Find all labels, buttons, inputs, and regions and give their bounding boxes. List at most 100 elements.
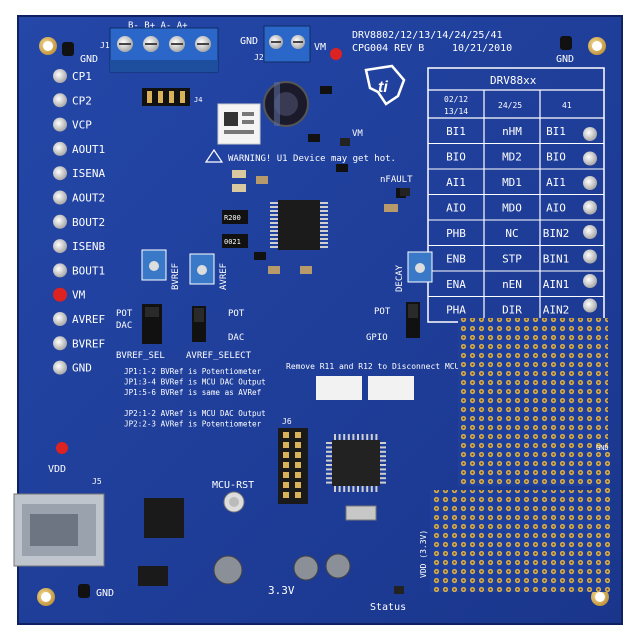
jumper-jp2[interactable]: POT DAC <box>192 306 245 343</box>
bottom-capacitors <box>213 553 351 585</box>
ic-pin <box>270 210 278 212</box>
resistor-r200: R200 <box>222 210 248 224</box>
jumper-note-line: JP1:1-2 BVRef is Potentiometer <box>124 367 262 376</box>
gnd-label: GND <box>80 54 98 65</box>
vm-testpoint-top <box>330 48 342 60</box>
motor-terminal-block-j1[interactable]: J1 B- B+ A- A+ <box>100 21 219 73</box>
ic-pin <box>334 434 336 440</box>
header-pin <box>283 442 289 448</box>
ic-pin <box>320 218 328 220</box>
jumper-jp3[interactable]: POT GPIO <box>366 302 420 343</box>
status-label: Status <box>370 602 406 613</box>
jumper-jp1[interactable]: POT DAC <box>116 304 162 344</box>
ic-pin <box>270 242 278 244</box>
j1-label: J1 <box>100 41 110 50</box>
vdd-label: VDD <box>48 464 66 475</box>
jp2-dac-label: DAC <box>228 333 244 343</box>
table-testpoint-icon[interactable] <box>583 127 597 141</box>
table-cell: DIR <box>502 304 522 317</box>
table-testpoint-icon[interactable] <box>583 249 597 264</box>
usb-connector-j5[interactable]: J5 <box>13 477 105 567</box>
left-testpoint-label: AOUT2 <box>72 192 105 205</box>
ic-pin <box>338 434 341 440</box>
left-testpoint-aout1[interactable]: AOUT1 <box>53 141 105 156</box>
ic-pin <box>320 226 328 228</box>
table-cell: BIO <box>446 151 466 164</box>
table-testpoint-icon[interactable] <box>583 176 597 190</box>
testpoint-pad-icon <box>53 287 67 302</box>
gnd-testpoint-top-left: GND <box>62 42 98 65</box>
svg-text:ti: ti <box>378 79 388 96</box>
left-testpoint-avref[interactable]: AVREF <box>53 312 105 326</box>
bvref-potentiometer[interactable]: BVREF <box>141 249 181 290</box>
ic-pin <box>320 242 328 244</box>
left-testpoint-label: AOUT1 <box>72 143 105 156</box>
ic-pin <box>380 477 386 480</box>
left-testpoint-gnd[interactable]: GND <box>53 360 92 375</box>
ic-pin <box>326 442 332 444</box>
table-cell: PHA <box>446 304 466 317</box>
power-terminal-j2[interactable]: GND VM J2 <box>240 25 326 63</box>
vm-led-label: VM <box>352 129 363 139</box>
ic-pin <box>270 226 278 228</box>
table-testpoint-icon[interactable] <box>583 274 597 288</box>
left-testpoint-label: VCP <box>72 119 92 132</box>
left-testpoint-isena[interactable]: ISENA <box>53 166 105 181</box>
left-testpoint-vcp[interactable]: VCP <box>53 117 92 132</box>
table-testpoint-icon[interactable] <box>583 225 597 239</box>
mcu-reset-button[interactable]: MCU-RST <box>212 480 254 513</box>
left-testpoint-vm[interactable]: VM <box>53 287 86 302</box>
warning-label: WARNING! U1 Device may get hot. <box>228 154 396 164</box>
ic-pin <box>320 202 328 204</box>
left-testpoint-label: ISENB <box>72 240 105 253</box>
left-testpoint-bout2[interactable]: BOUT2 <box>53 214 105 229</box>
j2-vm-label: VM <box>314 42 326 53</box>
left-testpoint-bout1[interactable]: BOUT1 <box>53 263 105 278</box>
table-cell: BIO <box>546 151 566 164</box>
left-testpoint-cp1[interactable]: CP1 <box>53 69 92 83</box>
header-pin <box>295 482 301 488</box>
ic-pin <box>347 486 350 492</box>
testpoint-pad-icon <box>53 312 67 326</box>
gnd-testpoint-top-right: GND <box>556 36 574 65</box>
left-testpoint-aout2[interactable]: AOUT2 <box>53 190 105 205</box>
pin-table-header-1: 24/25 <box>498 101 522 110</box>
title-line-2: CPG004 REV B <box>352 43 424 54</box>
ic-pin <box>380 459 386 462</box>
ic-pin <box>334 486 336 492</box>
decay-potentiometer[interactable]: DECAY <box>395 251 433 292</box>
table-testpoint-icon[interactable] <box>583 200 597 215</box>
ic-pin <box>326 464 332 466</box>
table-cell: BI1 <box>446 125 466 138</box>
ic-pin <box>326 481 332 484</box>
jp3-gpio-label: GPIO <box>366 333 388 343</box>
header-pin <box>283 462 289 468</box>
ic-pin <box>270 206 278 208</box>
left-testpoint-bvref[interactable]: BVREF <box>53 336 105 351</box>
board-title: DRV8802/12/13/14/24/25/41 CPG004 REV B 1… <box>352 30 512 54</box>
mcu-chip <box>326 434 386 492</box>
table-cell: AIO <box>546 202 566 215</box>
ic-pin <box>380 481 386 484</box>
left-testpoint-isenb[interactable]: ISENB <box>53 239 105 254</box>
avref-potentiometer[interactable]: AVREF <box>189 253 229 290</box>
table-testpoint-icon[interactable] <box>583 298 597 313</box>
ic-pin <box>320 214 328 216</box>
ic-pin <box>270 246 278 248</box>
ic-pin <box>347 434 350 440</box>
ic-pin <box>357 486 359 492</box>
title-line-1: DRV8802/12/13/14/24/25/41 <box>352 30 503 41</box>
left-testpoint-cp2[interactable]: CP2 <box>53 93 92 108</box>
ic-pin <box>326 477 332 480</box>
ic-pin <box>380 464 386 466</box>
title-line-3: 10/21/2010 <box>452 43 512 54</box>
ic-pin <box>380 442 386 444</box>
table-testpoint-icon[interactable] <box>583 151 597 166</box>
table-cell: BIN2 <box>543 227 570 240</box>
header-j6[interactable]: J6 <box>278 417 308 504</box>
left-testpoint-label: BVREF <box>72 337 105 350</box>
testpoint-pad-icon <box>53 263 67 278</box>
ic-pin <box>270 234 278 236</box>
